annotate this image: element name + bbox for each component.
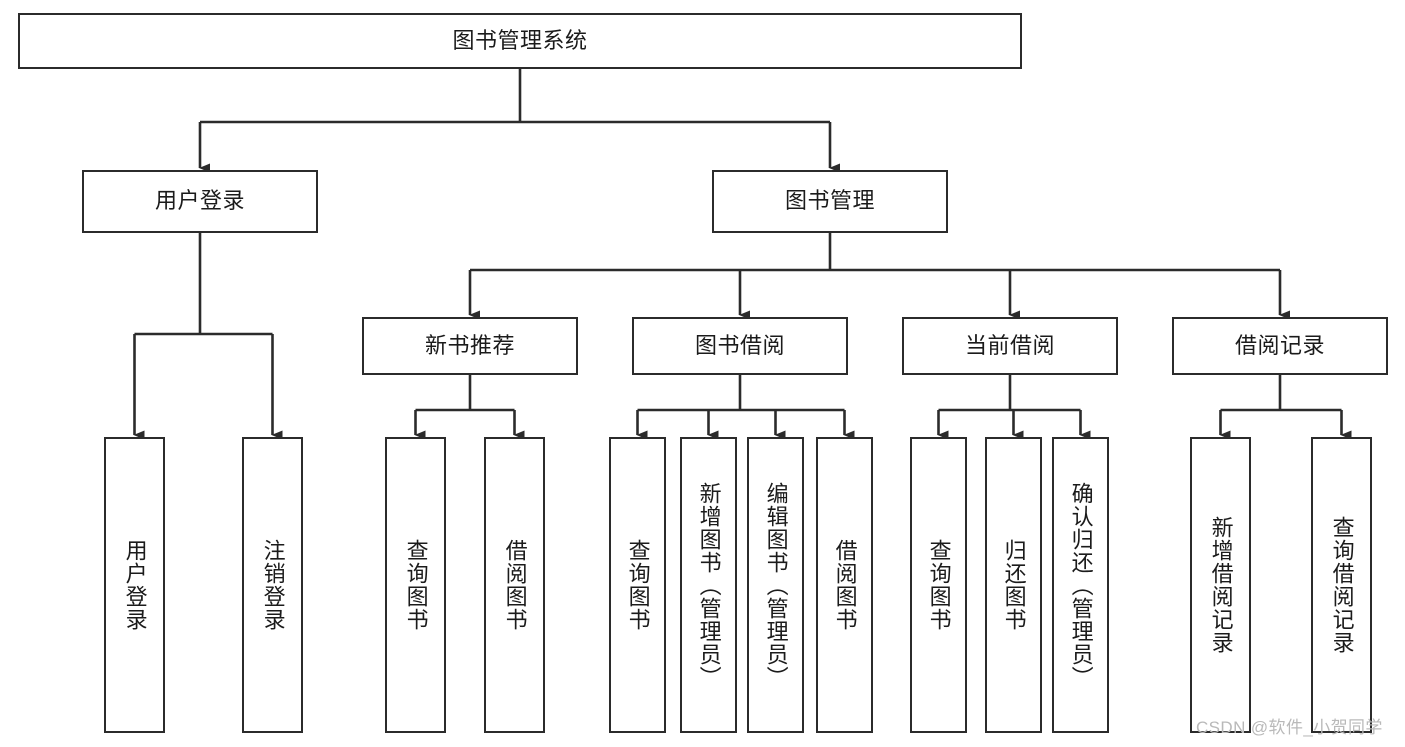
node-leaf-query-book-borrow-label: 查询图书 (625, 539, 651, 631)
node-leaf-add-record[interactable]: 新增借阅记录 (1190, 437, 1251, 733)
node-leaf-borrow-book[interactable]: 借阅图书 (816, 437, 873, 733)
node-leaf-borrow-book-rec-label: 借阅图书 (502, 539, 528, 631)
node-user-login-label: 用户登录 (154, 188, 245, 214)
node-leaf-borrow-book-label: 借阅图书 (832, 539, 858, 631)
node-leaf-query-book-current[interactable]: 查询图书 (910, 437, 967, 733)
node-leaf-logout-label: 注销登录 (260, 539, 286, 631)
node-leaf-query-book-current-label: 查询图书 (926, 539, 952, 631)
node-leaf-query-book-rec[interactable]: 查询图书 (385, 437, 446, 733)
node-leaf-add-record-label: 新增借阅记录 (1208, 516, 1234, 654)
node-leaf-query-book-rec-label: 查询图书 (403, 539, 429, 631)
node-leaf-user-login-label: 用户登录 (122, 539, 148, 631)
node-leaf-return-book[interactable]: 归还图书 (985, 437, 1042, 733)
node-leaf-query-record[interactable]: 查询借阅记录 (1311, 437, 1372, 733)
node-new-book-rec-label: 新书推荐 (424, 332, 515, 358)
node-leaf-add-book[interactable]: 新增图书（管理员） (680, 437, 737, 733)
node-leaf-confirm-return[interactable]: 确认归还（管理员） (1052, 437, 1109, 733)
node-current-borrow[interactable]: 当前借阅 (902, 317, 1118, 375)
node-current-borrow-label: 当前借阅 (964, 332, 1055, 358)
node-leaf-confirm-return-label: 确认归还（管理员） (1068, 481, 1094, 689)
node-leaf-edit-book-label: 编辑图书（管理员） (763, 481, 789, 689)
node-book-borrow[interactable]: 图书借阅 (632, 317, 848, 375)
node-book-borrow-label: 图书借阅 (694, 332, 785, 358)
node-leaf-logout[interactable]: 注销登录 (242, 437, 303, 733)
node-leaf-user-login[interactable]: 用户登录 (104, 437, 165, 733)
node-leaf-query-book-borrow[interactable]: 查询图书 (609, 437, 666, 733)
node-root-label: 图书管理系统 (452, 27, 588, 53)
node-leaf-add-book-label: 新增图书（管理员） (696, 481, 722, 689)
node-borrow-record[interactable]: 借阅记录 (1172, 317, 1388, 375)
node-leaf-borrow-book-rec[interactable]: 借阅图书 (484, 437, 545, 733)
node-root[interactable]: 图书管理系统 (18, 13, 1022, 69)
node-book-manage-label: 图书管理 (784, 188, 875, 214)
node-leaf-return-book-label: 归还图书 (1001, 539, 1027, 631)
node-leaf-query-record-label: 查询借阅记录 (1329, 516, 1355, 654)
node-user-login[interactable]: 用户登录 (82, 170, 318, 233)
node-book-manage[interactable]: 图书管理 (712, 170, 948, 233)
node-new-book-rec[interactable]: 新书推荐 (362, 317, 578, 375)
node-leaf-edit-book[interactable]: 编辑图书（管理员） (747, 437, 804, 733)
node-borrow-record-label: 借阅记录 (1234, 332, 1325, 358)
